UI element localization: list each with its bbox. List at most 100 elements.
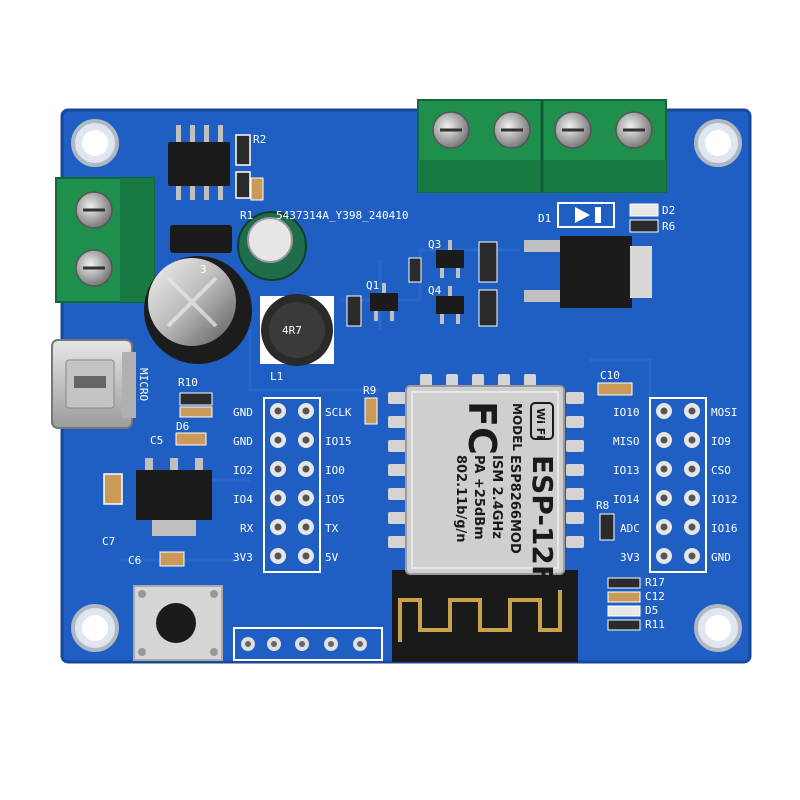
micro-usb-port xyxy=(51,339,136,429)
usb-label: MICRO xyxy=(137,368,150,401)
header-pin-hole xyxy=(274,436,282,444)
sot223-regulator xyxy=(136,458,212,536)
label-inductor-mark: 4R7 xyxy=(282,324,302,337)
voltage-regulator xyxy=(524,236,652,308)
inductor xyxy=(260,294,334,366)
label-Q1: Q1 xyxy=(366,279,379,292)
smd-resistors xyxy=(103,134,659,631)
header-pin-hole xyxy=(660,552,668,560)
header-pin-hole xyxy=(274,407,282,415)
header-pin-hole xyxy=(688,465,696,473)
module-chip-line4: 802.11b/g/n xyxy=(453,455,468,543)
label-R1: R1 xyxy=(240,209,253,222)
header-pin-hole xyxy=(660,407,668,415)
header-pin-hole xyxy=(688,407,696,415)
esp-module-shield xyxy=(405,385,565,575)
rh-right-1: IO9 xyxy=(711,435,731,448)
rh-right-4: IO16 xyxy=(711,522,738,535)
rh-left-3: IO14 xyxy=(613,493,640,506)
header-pin-hole xyxy=(688,523,696,531)
terminal-block-top xyxy=(417,99,667,193)
label-C3: 3 xyxy=(200,263,207,276)
label-D2: D2 xyxy=(662,204,675,217)
header-pin-hole xyxy=(302,465,310,473)
label-R9: R9 xyxy=(363,384,376,397)
label-R8: R8 xyxy=(596,499,609,512)
label-Q4: Q4 xyxy=(428,284,442,297)
lh-left-5: 3V3 xyxy=(233,551,253,564)
lh-right-3: IO5 xyxy=(325,493,345,506)
header-pin-hole xyxy=(302,523,310,531)
rh-left-4: ADC xyxy=(620,522,640,535)
rh-right-2: CSO xyxy=(711,464,731,477)
label-C5: C5 xyxy=(150,434,163,447)
rh-right-3: IO12 xyxy=(711,493,738,506)
header-pin-hole xyxy=(688,494,696,502)
left-pin-header xyxy=(263,397,321,573)
label-D6: D6 xyxy=(176,420,189,433)
transistors xyxy=(370,240,464,324)
label-C12: C12 xyxy=(645,590,665,603)
fc-mark: FC xyxy=(460,401,504,455)
header-pin-hole xyxy=(274,523,282,531)
rh-right-0: MOSI xyxy=(711,406,738,419)
rh-right-5: GND xyxy=(711,551,731,564)
lh-left-4: RX xyxy=(240,522,254,535)
right-pin-header xyxy=(649,397,707,573)
lh-left-2: IO2 xyxy=(233,464,253,477)
label-R17: R17 xyxy=(645,576,665,589)
terminal-block-left xyxy=(55,177,155,303)
rh-left-0: IO10 xyxy=(613,406,640,419)
lh-right-1: IO15 xyxy=(325,435,352,448)
lh-left-0: GND xyxy=(233,406,253,419)
module-chip-line2: ISM 2.4GHz xyxy=(489,455,504,539)
rh-left-2: IO13 xyxy=(613,464,640,477)
label-R6: R6 xyxy=(662,220,675,233)
label-Q3: Q3 xyxy=(428,238,441,251)
header-pin-hole xyxy=(660,465,668,473)
header-pin-hole xyxy=(688,552,696,560)
label-R11: R11 xyxy=(645,618,665,631)
module-chip-line1: ESP8266MOD xyxy=(507,455,522,554)
label-C7: C7 xyxy=(102,535,115,548)
module-name: ESP-12F xyxy=(526,455,559,584)
wifi-logo-text: Wi Fi xyxy=(534,408,547,439)
header-pin-hole xyxy=(660,494,668,502)
lh-right-4: TX xyxy=(325,522,339,535)
batch-code: 5437314A_Y398_240410 xyxy=(276,209,408,222)
lh-right-0: SCLK xyxy=(325,406,352,419)
left-header-labels: GND GND IO2 IO4 RX 3V3 SCLK IO15 IO0 IO5… xyxy=(233,406,352,564)
header-pin-hole xyxy=(274,494,282,502)
label-D5: D5 xyxy=(645,604,658,617)
label-R10: R10 xyxy=(178,376,198,389)
lh-left-3: IO4 xyxy=(233,493,253,506)
small-capacitor xyxy=(237,211,307,281)
label-R2: R2 xyxy=(253,133,266,146)
label-C6: C6 xyxy=(128,554,141,567)
rh-left-5: 3V3 xyxy=(620,551,640,564)
ic-soic8 xyxy=(168,125,230,200)
reset-button[interactable] xyxy=(133,585,223,661)
label-D1: D1 xyxy=(538,212,551,225)
antenna-area xyxy=(392,570,578,662)
header-pin-hole xyxy=(302,552,310,560)
bottom-pin-header xyxy=(233,627,383,661)
header-pin-hole xyxy=(660,523,668,531)
header-pin-hole xyxy=(274,465,282,473)
large-capacitor xyxy=(144,256,252,364)
header-pin-hole xyxy=(302,494,310,502)
header-pin-hole xyxy=(302,407,310,415)
header-pin-hole xyxy=(660,436,668,444)
label-C10: C10 xyxy=(600,369,620,382)
lh-right-5: 5V xyxy=(325,551,339,564)
header-pin-hole xyxy=(688,436,696,444)
header-pin-hole xyxy=(302,436,310,444)
lh-left-1: GND xyxy=(233,435,253,448)
rh-left-1: MISO xyxy=(613,435,640,448)
lh-right-2: IO0 xyxy=(325,464,345,477)
mounting-holes xyxy=(71,119,742,652)
label-L1: L1 xyxy=(270,370,283,383)
module-chip-line3: PA +25dBm xyxy=(471,455,486,540)
module-model-label: MODEL xyxy=(510,403,524,451)
